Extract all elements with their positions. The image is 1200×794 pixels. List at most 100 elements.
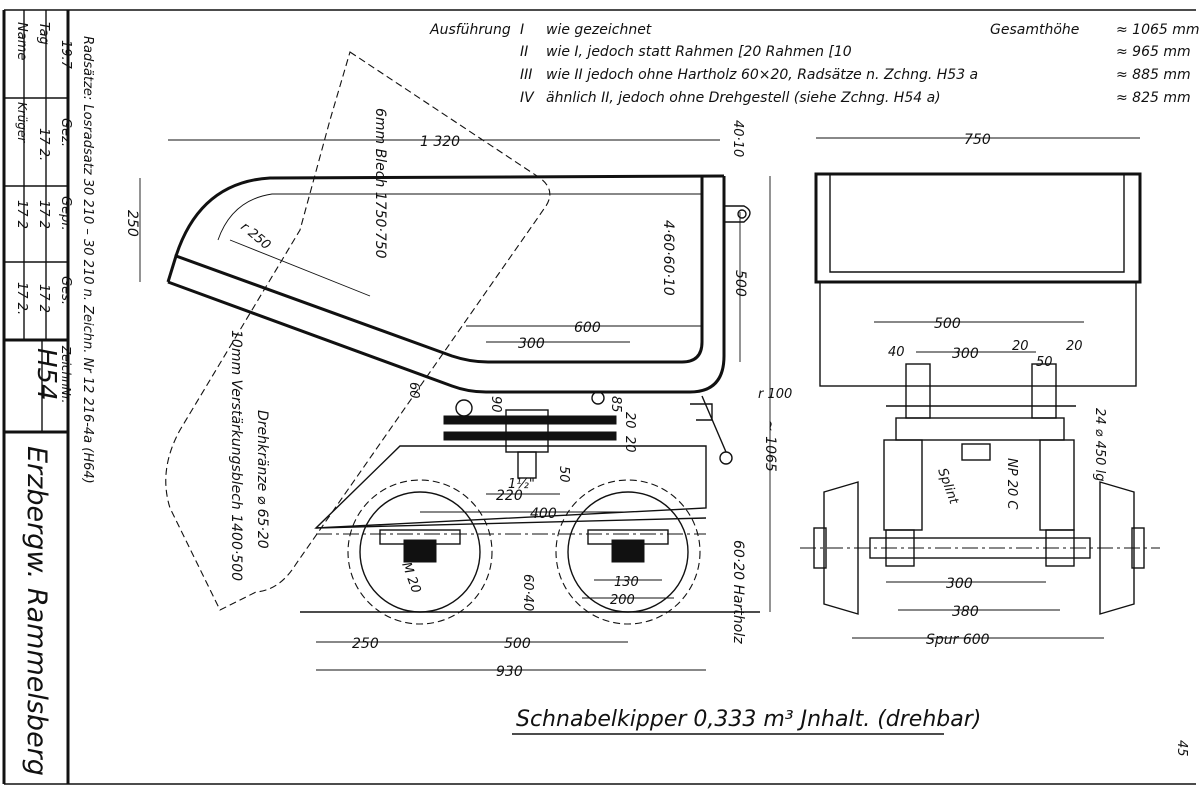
latch-arm bbox=[701, 395, 727, 453]
rear-wheel-flange bbox=[555, 479, 701, 625]
variant-list: Ausführung I wie gezeichnet II wie I, je… bbox=[429, 22, 1200, 106]
variant-4-text: ähnlich II, jedoch ohne Drehgestell (sie… bbox=[546, 90, 941, 106]
tb-zeichnr-label: ZeichnNr. bbox=[59, 345, 73, 403]
tb-gepr-date2: 17 2 bbox=[14, 200, 29, 229]
side-view: 1 320 250 r 250 6mm Blech 1750·750 10mm … bbox=[124, 51, 792, 680]
left-channel bbox=[883, 439, 923, 531]
right-channel bbox=[1039, 439, 1075, 531]
end-turntable bbox=[895, 417, 1065, 441]
gesamthoehe-label: Gesamthöhe bbox=[990, 22, 1079, 38]
dim-end-20b: 20 bbox=[1066, 339, 1083, 354]
tipped-bucket-outline bbox=[165, 51, 551, 611]
dim-1-1-2: 1½" bbox=[508, 477, 535, 492]
right-wheel bbox=[1099, 481, 1135, 615]
variant-1-num: I bbox=[520, 22, 524, 38]
latch-bracket bbox=[690, 403, 713, 421]
variant-3-text: wie II jedoch ohne Hartholz 60×20, Radsä… bbox=[546, 67, 978, 83]
tb-drawing-number: H54 bbox=[31, 348, 61, 401]
label-drehkraenze: Drehkränze ⌀ 65·20 bbox=[254, 410, 270, 549]
variant-4-num: IV bbox=[520, 90, 535, 106]
dim-400: 400 bbox=[530, 506, 557, 522]
tb-gez-label: Gez. bbox=[58, 118, 73, 147]
rear-axlebox bbox=[611, 539, 645, 563]
right-hinge-bracket bbox=[1031, 363, 1057, 419]
label-hartholz: 60·20 Hartholz bbox=[730, 540, 746, 644]
turntable-upper bbox=[443, 415, 617, 425]
latch-knob bbox=[719, 451, 733, 465]
bucket-top-edge bbox=[174, 174, 725, 257]
dim-200: 200 bbox=[610, 593, 635, 608]
dim-500-bottom: 500 bbox=[504, 636, 531, 652]
front-wheel-flange bbox=[347, 479, 493, 625]
title-block: 19.7 Tag Name Gez. 17 2. Krüger Gepr. 17… bbox=[2, 10, 73, 784]
frame-bottom bbox=[315, 517, 707, 529]
label-splint: Splint bbox=[934, 466, 961, 507]
radius-100: r 100 bbox=[758, 387, 792, 402]
stiffener-line bbox=[229, 239, 371, 297]
dim-500-v: 500 bbox=[732, 270, 748, 297]
rear-lug bbox=[724, 205, 751, 223]
label-blech: 6mm Blech 1750·750 bbox=[372, 108, 388, 259]
dim-930: 930 bbox=[496, 664, 523, 680]
dim-1065: ~ 1065 bbox=[762, 420, 778, 472]
bucket-inner bbox=[166, 176, 704, 364]
right-axle-bearing bbox=[1045, 529, 1075, 567]
end-bucket-inner bbox=[829, 174, 1125, 273]
tb-gepr-label: Gepr. bbox=[58, 196, 73, 231]
variant-2-text: wie I, jedoch statt Rahmen [20 Rahmen [1… bbox=[546, 44, 852, 60]
radsaetze-note: Radsätze: Losradsatz 30 210 – 30 210 n. … bbox=[80, 36, 95, 484]
dim-750: 750 bbox=[964, 132, 991, 148]
dim-40-10: 40·10 bbox=[730, 120, 745, 157]
label-np20: NP 20 C bbox=[1004, 458, 1019, 510]
tb-gez-signature: Krüger bbox=[15, 102, 29, 143]
right-hub-cap bbox=[1131, 527, 1145, 569]
rear-lug-hole bbox=[737, 209, 747, 219]
main-title: Schnabelkipper 0,333 m³ Jnhalt. (drehbar… bbox=[516, 707, 981, 732]
dim-250-bottom: 250 bbox=[352, 636, 379, 652]
tb-ges-date: 17 2 bbox=[36, 284, 51, 313]
end-view: 750 500 40 300 20 50 20 NP 20 C Splint 2… bbox=[800, 132, 1160, 648]
height-4: ≈ 825 mm bbox=[1116, 90, 1191, 106]
height-2: ≈ 965 mm bbox=[1116, 44, 1191, 60]
label-versteifung: 10mm Verstärkungsblech 1400·500 bbox=[228, 330, 244, 581]
dim-end-500: 500 bbox=[934, 316, 961, 332]
tb-gepr-date: 17 2 bbox=[36, 200, 51, 229]
bucket-rim-line bbox=[217, 193, 702, 241]
tb-row2-label: Tag bbox=[36, 22, 51, 45]
dim-60-40: 60·40 bbox=[520, 574, 535, 611]
variant-2-num: II bbox=[520, 44, 528, 60]
tb-row1-label: 19.7 bbox=[58, 40, 73, 70]
height-1: ≈ 1065 mm bbox=[1116, 22, 1200, 38]
dim-130: 130 bbox=[614, 575, 639, 590]
dim-220: 220 bbox=[496, 488, 523, 504]
frame-outline bbox=[314, 445, 707, 529]
dim-380: 380 bbox=[952, 604, 979, 620]
left-hub-cap bbox=[813, 527, 827, 569]
tb-company: Erzbergw. Rammelsberg bbox=[21, 446, 52, 776]
left-axle-bearing bbox=[885, 529, 915, 567]
end-bucket bbox=[814, 172, 1142, 284]
label-spur: Spur 600 bbox=[926, 632, 990, 648]
variant-1-text: wie gezeichnet bbox=[546, 22, 652, 38]
label-bolt: 24 ⌀ 450 lg bbox=[1092, 408, 1107, 481]
dim-1320: 1 320 bbox=[420, 134, 460, 150]
dim-end-20a: 20 bbox=[1012, 339, 1029, 354]
tb-ges-label: Ges. bbox=[58, 276, 73, 305]
sheet-number: 45 bbox=[1174, 740, 1189, 757]
front-hinge bbox=[455, 399, 473, 417]
variant-3-num: III bbox=[520, 67, 532, 83]
tb-row3-label: Name bbox=[14, 22, 29, 60]
left-hinge-bracket bbox=[905, 363, 931, 419]
dim-60: 60 bbox=[406, 382, 421, 399]
dim-300: 300 bbox=[518, 336, 545, 352]
dim-90: 90 bbox=[488, 396, 503, 413]
label-angle: 4·60·60·10 bbox=[660, 220, 676, 296]
end-bucket-lower bbox=[819, 281, 1137, 387]
front-axlebox bbox=[403, 539, 437, 563]
dim-end-300: 300 bbox=[952, 346, 979, 362]
end-pivot-nut bbox=[961, 443, 991, 461]
label-m20: M 20 bbox=[398, 560, 423, 595]
pivot-pin bbox=[517, 451, 537, 479]
